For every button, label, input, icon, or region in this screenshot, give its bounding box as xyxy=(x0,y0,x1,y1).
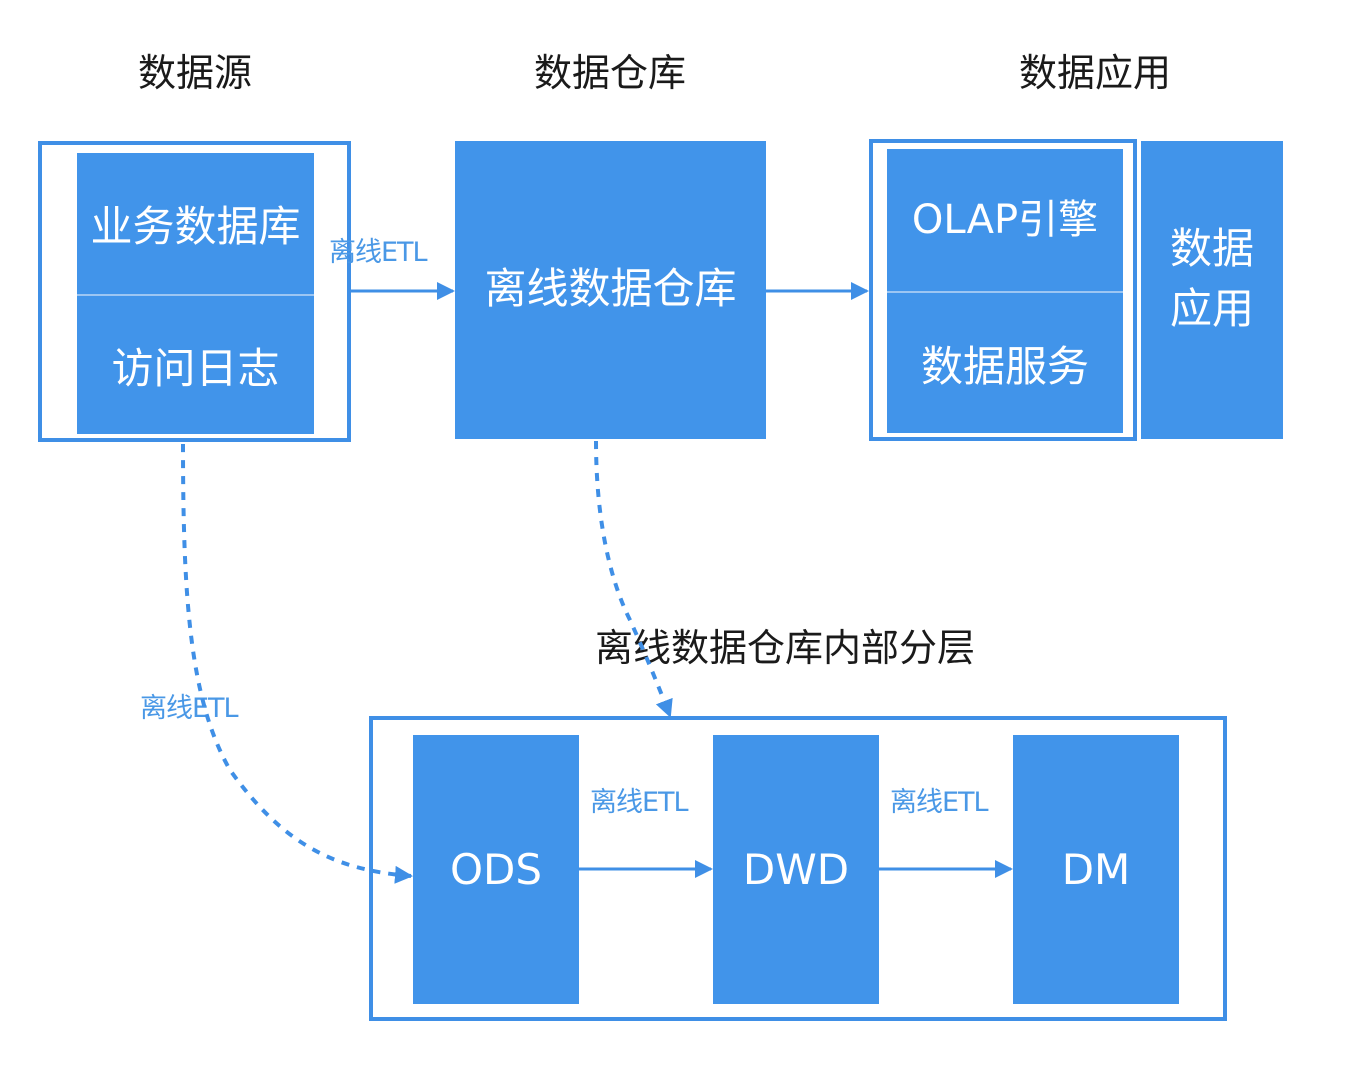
business-database-label: 业务数据库 xyxy=(90,202,301,251)
olap-engine-node[interactable]: OLAP引擎 xyxy=(887,149,1123,291)
edge-label-ods-to-dwd: 离线ETL xyxy=(590,787,689,818)
access-log-node[interactable]: 访问日志 xyxy=(77,296,314,434)
column-title-data-source: 数据源 xyxy=(137,51,252,95)
application-stack: OLAP引擎 数据服务 xyxy=(887,149,1123,433)
olap-engine-label: OLAP引擎 xyxy=(911,197,1099,243)
dashed-arrow-warehouse-to-layers xyxy=(594,440,673,718)
application-divider xyxy=(887,291,1123,293)
column-title-data-application: 数据应用 xyxy=(1018,51,1171,95)
edge-label-source-to-ods: 离线ETL xyxy=(140,693,239,724)
dm-layer-node[interactable]: DM xyxy=(1013,735,1179,1004)
data-service-node[interactable]: 数据服务 xyxy=(887,293,1123,433)
edge-label-source-to-warehouse: 离线ETL xyxy=(329,237,428,268)
dm-layer-label: DM xyxy=(1061,845,1131,894)
layers-title: 离线数据仓库内部分层 xyxy=(595,626,976,670)
business-database-node[interactable]: 业务数据库 xyxy=(77,153,314,294)
dwd-layer-label: DWD xyxy=(742,845,850,894)
data-service-label: 数据服务 xyxy=(920,341,1089,391)
access-log-label: 访问日志 xyxy=(111,343,280,393)
data-application-label-line2: 应用 xyxy=(1169,284,1254,333)
data-application-label-line1: 数据 xyxy=(1169,224,1254,273)
application-group[interactable]: OLAP引擎 数据服务 xyxy=(869,139,1137,441)
column-title-data-warehouse: 数据仓库 xyxy=(533,51,686,95)
offline-data-warehouse-node[interactable]: 离线数据仓库 xyxy=(455,141,766,439)
ods-layer-label: ODS xyxy=(449,845,543,894)
dwd-layer-node[interactable]: DWD xyxy=(713,735,879,1004)
ods-layer-node[interactable]: ODS xyxy=(413,735,579,1004)
data-source-stack: 业务数据库 访问日志 xyxy=(77,153,314,434)
source-divider xyxy=(77,294,314,296)
edge-label-dwd-to-dm: 离线ETL xyxy=(890,787,989,818)
data-source-group[interactable]: 业务数据库 访问日志 xyxy=(38,141,351,442)
offline-data-warehouse-label: 离线数据仓库 xyxy=(484,263,737,313)
data-application-node[interactable]: 数据 应用 xyxy=(1141,141,1283,439)
